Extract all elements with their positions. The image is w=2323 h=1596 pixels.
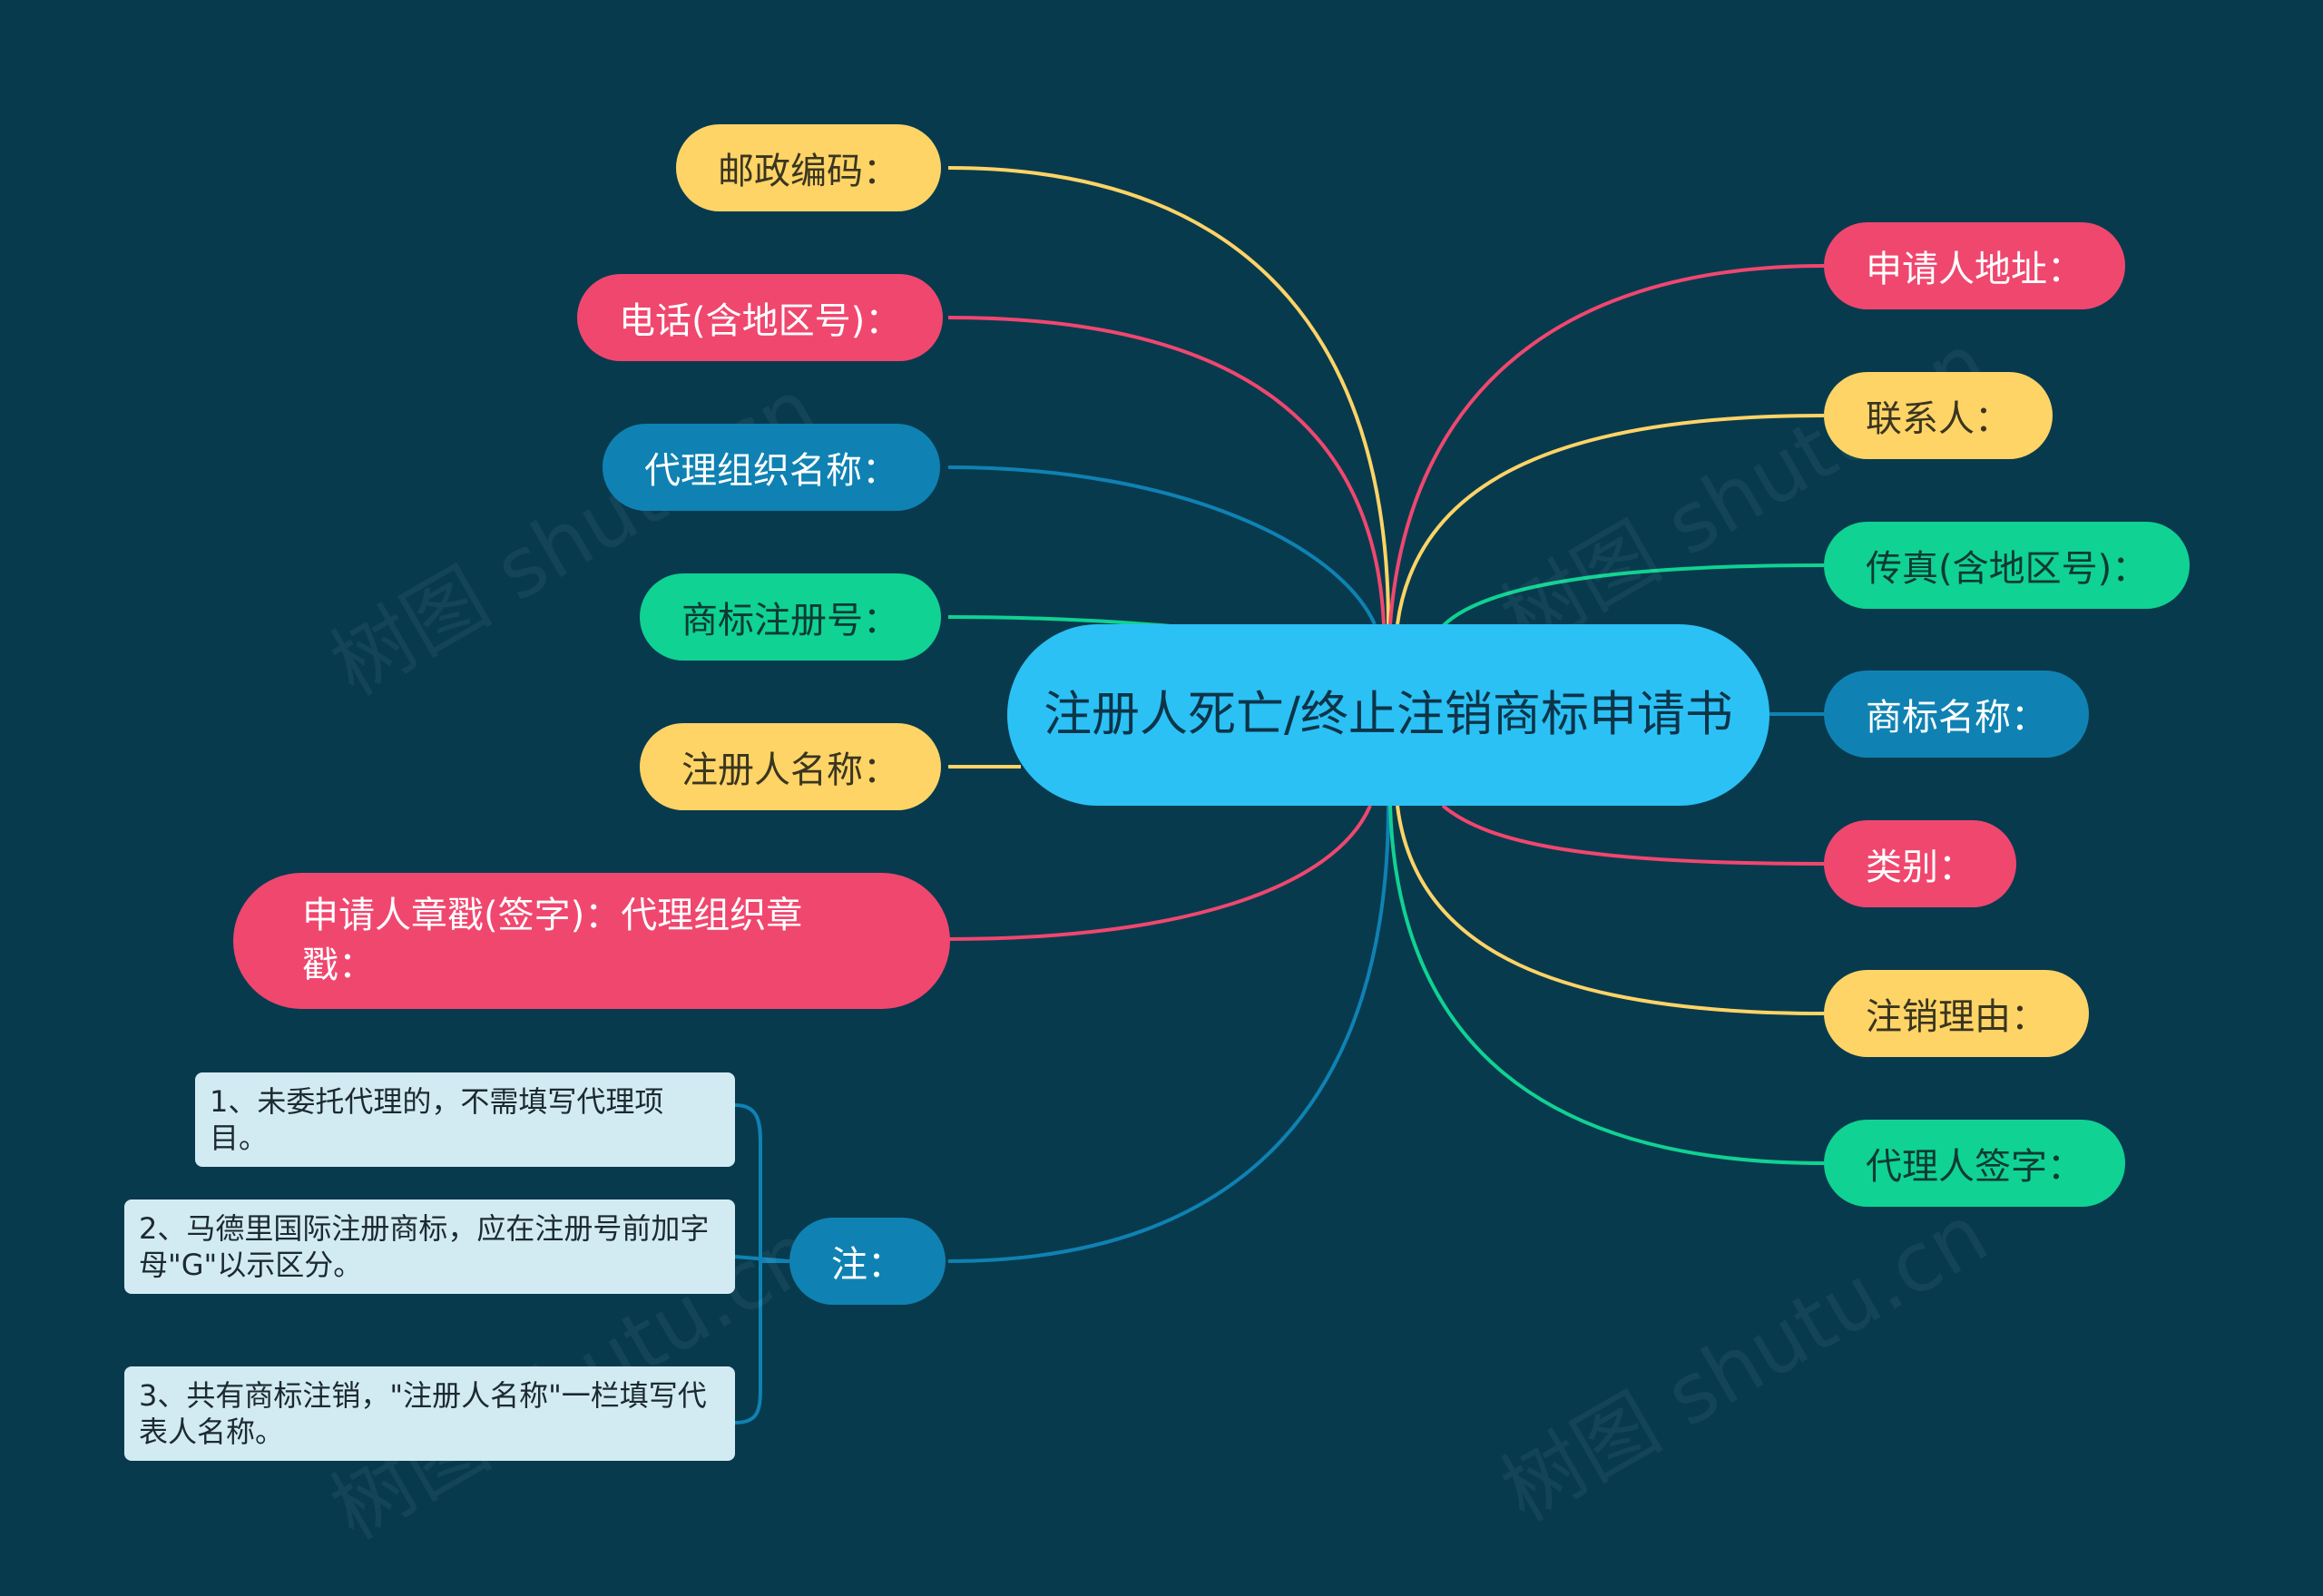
central-topic[interactable]: 注册人死亡/终止注销商标申请书 [1007, 624, 1769, 806]
connector-agent-signature [1388, 805, 1825, 1165]
branch-label: 电话(含地区号)： [619, 300, 902, 342]
connector-phone [947, 316, 1386, 625]
branch-label: 注： [831, 1244, 904, 1286]
connector-cancel-reason [1396, 805, 1825, 1015]
connector-fax [1441, 563, 1825, 628]
connector-class [1441, 804, 1825, 866]
branch-agent-signature[interactable]: 代理人签字： [1824, 1120, 2125, 1207]
branch-seal-signature[interactable]: 申请人章戳(签字)：代理组织章戳： [233, 873, 950, 1009]
branch-applicant-address[interactable]: 申请人地址： [1824, 222, 2125, 309]
branch-postal-code[interactable]: 邮政编码： [676, 124, 941, 211]
branch-fax[interactable]: 传真(含地区号)： [1824, 522, 2191, 609]
branch-label: 商标名称： [1866, 697, 2047, 739]
branch-agency-name[interactable]: 代理组织名称： [603, 424, 940, 511]
central-topic-text: 注册人死亡/终止注销商标申请书 [1044, 687, 1733, 742]
branch-label: 传真(含地区号)： [1866, 548, 2149, 590]
branch-contact[interactable]: 联系人： [1824, 372, 2053, 459]
connector-postal-code [947, 166, 1390, 625]
branch-registrant-name[interactable]: 注册人名称： [640, 723, 941, 810]
branch-cancel-reason[interactable]: 注销理由： [1824, 970, 2089, 1057]
branch-label: 联系人： [1866, 398, 2011, 440]
branch-label: 注销理由： [1866, 996, 2047, 1038]
note-item-1: 1、未委托代理的，不需填写代理项目。 [195, 1072, 735, 1167]
connector-applicant-address [1388, 264, 1825, 625]
connector-contact [1396, 414, 1825, 625]
branch-label: 申请人章戳(签字)：代理组织章戳： [302, 895, 803, 986]
branch-label: 申请人地址： [1866, 249, 2083, 290]
note-text: 2、马德里国际注册商标，应在注册号前加字母"G"以示区分。 [139, 1211, 710, 1282]
branch-trademark-name[interactable]: 商标名称： [1824, 671, 2089, 758]
connector-note-bracket [734, 1103, 762, 1425]
connector-seal [947, 805, 1372, 941]
note-item-3: 3、共有商标注销，"注册人名称"一栏填写代表人名称。 [124, 1366, 735, 1461]
branch-registration-no[interactable]: 商标注册号： [640, 573, 941, 661]
note-text: 3、共有商标注销，"注册人名称"一栏填写代表人名称。 [139, 1378, 707, 1449]
branch-label: 类别： [1866, 847, 1975, 888]
branch-label: 商标注册号： [681, 600, 899, 641]
branch-label: 代理组织名称： [644, 450, 898, 492]
note-text: 1、未委托代理的，不需填写代理项目。 [210, 1084, 664, 1155]
branch-label: 邮政编码： [718, 151, 899, 192]
branch-phone[interactable]: 电话(含地区号)： [577, 274, 944, 361]
connector-notes [947, 805, 1390, 1263]
connector-agency-name [947, 465, 1377, 625]
note-item-2: 2、马德里国际注册商标，应在注册号前加字母"G"以示区分。 [124, 1199, 735, 1294]
branch-label: 注册人名称： [681, 749, 899, 791]
branch-notes[interactable]: 注： [789, 1218, 946, 1305]
branch-class[interactable]: 类别： [1824, 820, 2016, 907]
branch-label: 代理人签字： [1866, 1146, 2083, 1188]
